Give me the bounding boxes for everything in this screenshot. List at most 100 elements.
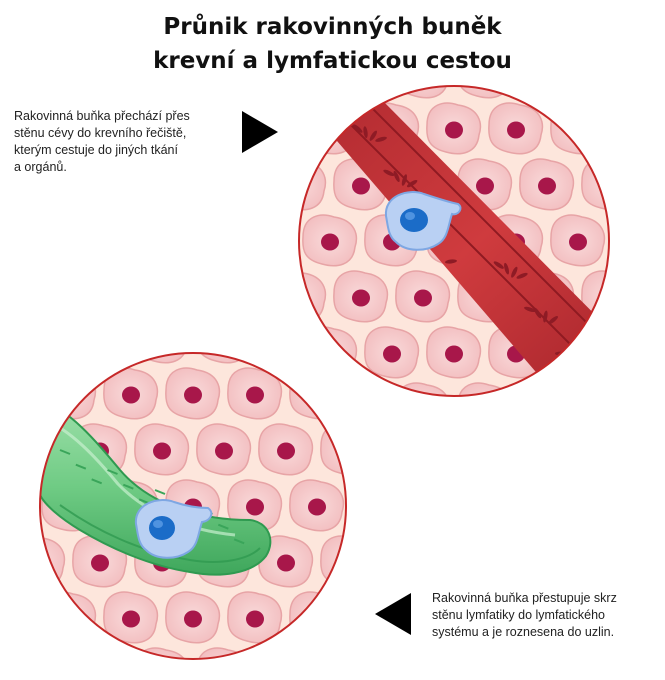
cell-nucleus — [414, 66, 432, 83]
red-blood-cell — [580, 359, 589, 370]
cell-nucleus — [569, 345, 587, 363]
lymph-wall-mark — [122, 483, 134, 490]
cell-nucleus — [153, 667, 171, 680]
red-blood-cell — [564, 352, 574, 362]
cancer-cell — [134, 499, 213, 559]
cell-nucleus — [507, 121, 525, 139]
tissue-cell — [320, 535, 346, 588]
red-blood-cell — [369, 130, 377, 141]
cell-nucleus — [538, 66, 556, 83]
cell-nucleus — [538, 177, 556, 195]
red-blood-cell — [353, 124, 363, 133]
cell-nucleus — [40, 554, 47, 572]
tissue-cell — [519, 382, 575, 396]
red-blood-cell — [406, 180, 418, 188]
cell-nucleus — [122, 610, 140, 628]
blood-panel-border — [298, 85, 610, 397]
cell-nucleus — [352, 402, 370, 419]
tissue-cell — [134, 647, 190, 659]
cell-nucleus — [600, 177, 609, 195]
tissue-cell — [352, 480, 406, 531]
cell-nucleus — [184, 386, 202, 404]
lymph-wall-mark — [91, 478, 103, 485]
triangle-right-icon — [242, 111, 278, 153]
cell-nucleus — [277, 331, 295, 348]
tissue-cell — [196, 647, 252, 659]
cell-nucleus — [299, 289, 308, 307]
cell-nucleus — [277, 667, 295, 680]
cell-nucleus — [383, 345, 401, 363]
cell-nucleus — [122, 386, 140, 404]
cell-nucleus — [215, 442, 233, 460]
cell-nucleus — [308, 610, 326, 628]
tissue-cell — [134, 353, 190, 364]
cell-nucleus — [445, 345, 463, 363]
tissue-cell — [613, 215, 665, 266]
tissue-cell — [40, 535, 66, 588]
tissue-cell — [41, 367, 97, 420]
cell-nucleus — [91, 331, 109, 348]
cell-nucleus — [321, 345, 339, 363]
cell-nucleus — [184, 610, 202, 628]
tissue-cell — [72, 353, 128, 364]
lymph-panel — [0, 331, 406, 680]
cell-nucleus — [339, 554, 346, 572]
cell-nucleus — [60, 610, 78, 628]
lymph-wall-mark — [154, 489, 166, 495]
lymph-wall-mark — [75, 463, 87, 470]
cell-nucleus — [370, 499, 388, 516]
tissue-cell — [241, 215, 295, 266]
tissue-cell — [258, 647, 314, 659]
cell-nucleus — [246, 498, 264, 516]
triangle-left-icon — [375, 593, 411, 635]
lymph-caption-line: stěnu lymfatiky do lymfatického — [432, 608, 605, 622]
lymph-wall-mark — [233, 538, 245, 545]
cell-nucleus — [299, 177, 308, 195]
cell-nucleus — [538, 402, 556, 419]
blood-caption-line: stěnu cévy do krevního řečiště, — [14, 126, 187, 140]
cell-nucleus — [0, 499, 16, 516]
cell-nucleus — [91, 554, 109, 572]
cell-nucleus — [414, 402, 432, 419]
red-blood-cell — [393, 170, 400, 183]
red-blood-cell — [401, 174, 407, 186]
blood-caption-line: a orgánů. — [14, 160, 67, 174]
lymph-caption-line: Rakovinná buňka přestupuje skrz — [432, 591, 617, 605]
cell-nucleus — [352, 66, 370, 83]
tissue-cell — [0, 480, 33, 531]
cell-nucleus — [476, 66, 494, 83]
blood-caption-line: Rakovinná buňka přechází přes — [14, 109, 190, 123]
cell-nucleus — [215, 331, 233, 348]
blood-caption: Rakovinná buňka přechází přes stěnu cévy… — [14, 108, 190, 176]
lymph-caption-line: systému a je roznesena do uzlin. — [432, 625, 615, 639]
red-blood-cell — [524, 306, 536, 313]
cell-nucleus — [414, 289, 432, 307]
cell-nucleus — [600, 289, 609, 307]
cell-nucleus — [476, 402, 494, 419]
cell-nucleus — [40, 442, 47, 460]
cell-nucleus — [246, 610, 264, 628]
cell-nucleus — [339, 442, 346, 460]
cell-nucleus — [569, 121, 587, 139]
cell-nucleus — [91, 667, 109, 680]
cell-nucleus — [631, 234, 649, 251]
cell-nucleus — [476, 177, 494, 195]
red-blood-cell — [574, 354, 579, 367]
tissue-cell — [457, 86, 513, 99]
red-blood-cell — [548, 316, 558, 325]
cell-nucleus — [321, 233, 339, 251]
cell-nucleus — [352, 289, 370, 307]
page-title: Průnik rakovinných buněk krevní a lymfat… — [0, 10, 665, 78]
tissue-cell — [333, 86, 389, 99]
red-blood-cell — [445, 259, 457, 264]
lymph-panel-border — [39, 352, 347, 660]
red-blood-cell — [383, 169, 395, 177]
blood-panel — [241, 66, 665, 419]
cell-nucleus — [215, 667, 233, 680]
cell-nucleus — [277, 442, 295, 460]
cell-nucleus — [352, 177, 370, 195]
red-blood-cell — [493, 261, 504, 269]
red-blood-cell — [363, 126, 368, 139]
cell-nucleus — [259, 234, 277, 251]
red-blood-cell — [504, 262, 510, 275]
